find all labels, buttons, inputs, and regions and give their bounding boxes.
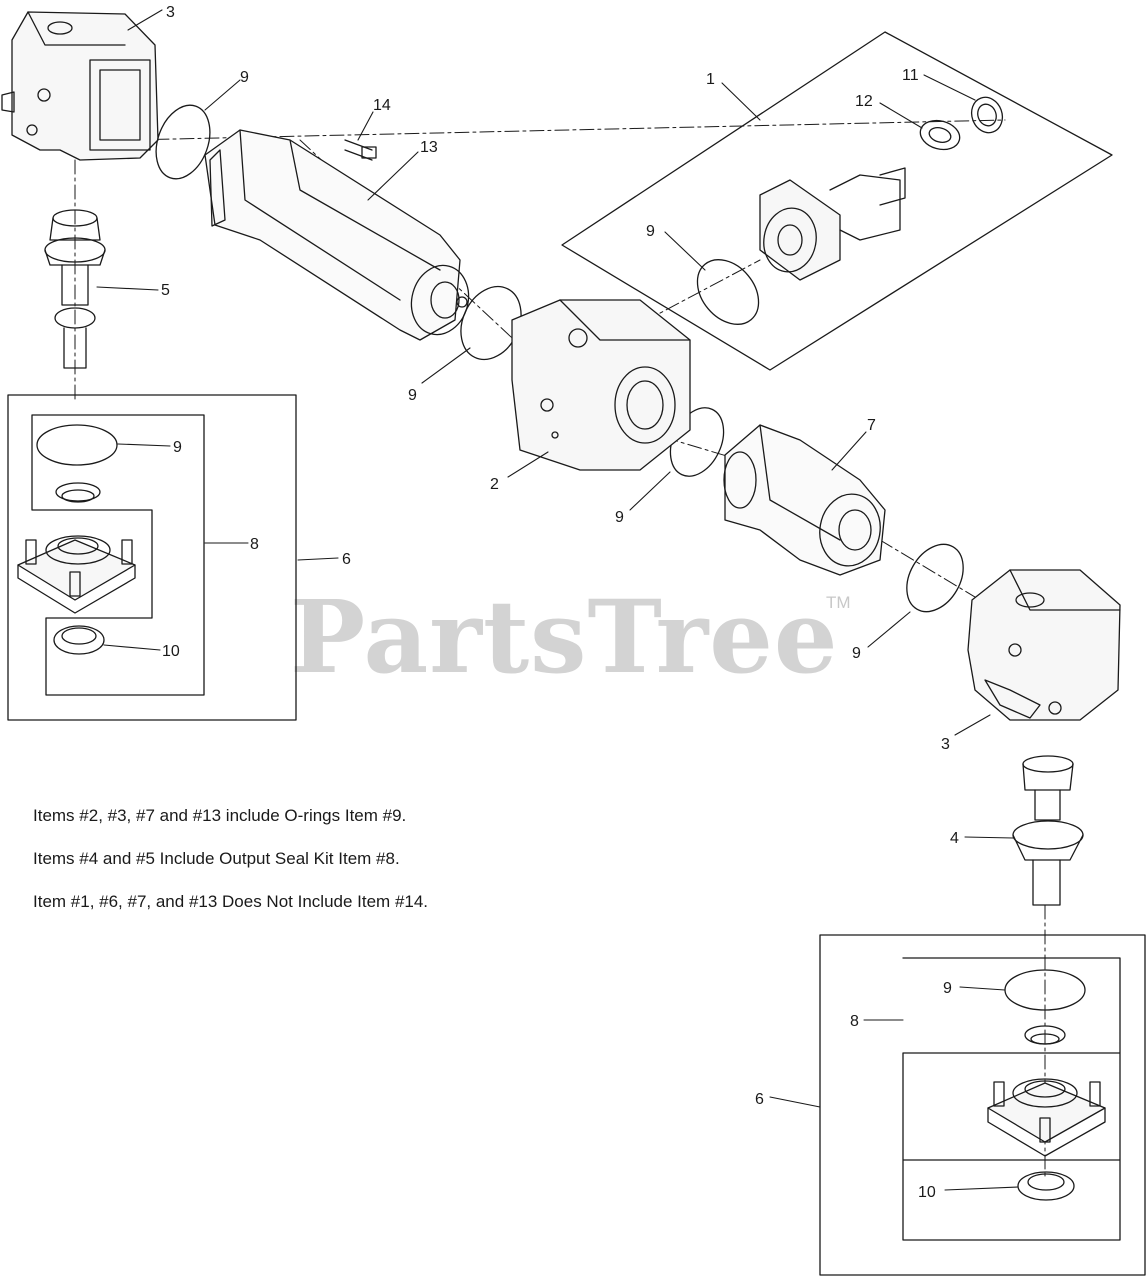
watermark-logo: PartsTree <box>290 578 839 696</box>
callout-8-left: 8 <box>250 536 259 553</box>
kit-o-ring-left <box>36 424 118 466</box>
o-ring-item-9-c <box>696 259 760 325</box>
bearing-flange-right <box>987 1078 1106 1157</box>
callout-3-right: 3 <box>941 736 950 753</box>
seal-kit-box-item-6-right <box>819 934 1146 1276</box>
callout-1: 1 <box>706 71 715 88</box>
callout-4: 4 <box>950 830 959 847</box>
bearing-flange-left <box>17 535 136 614</box>
note-excludes-item-14: Item #1, #6, #7, and #13 Does Not Includ… <box>33 892 429 911</box>
callout-6-right: 6 <box>755 1091 764 1108</box>
seal-item-11 <box>970 96 1004 134</box>
callout-10-right: 10 <box>918 1184 936 1201</box>
o-ring-item-9-a <box>155 104 211 180</box>
extension-housing-item-13 <box>204 129 470 341</box>
kit-wiper-seal-right <box>1017 1171 1075 1201</box>
housing-item-3-right <box>967 569 1121 721</box>
item-1-kit-frame <box>561 31 1113 371</box>
callout-5: 5 <box>161 282 170 299</box>
callout-2: 2 <box>490 476 499 493</box>
callout-10-left: 10 <box>162 643 180 660</box>
output-shaft-item-5 <box>44 209 106 369</box>
callout-13: 13 <box>420 139 438 156</box>
callout-labels: 3 9 14 13 1 11 12 9 5 9 9 8 6 10 2 9 7 9… <box>161 4 959 1201</box>
seal-item-12 <box>919 119 961 151</box>
callout-9-mid: 9 <box>408 387 417 404</box>
callout-11: 11 <box>902 67 919 84</box>
callout-12: 12 <box>855 93 873 110</box>
output-shaft-item-4 <box>1012 755 1084 906</box>
callout-leader-lines <box>96 9 1019 1191</box>
callout-9-right: 9 <box>852 645 861 662</box>
callout-8-right: 8 <box>850 1013 859 1030</box>
callout-3-top: 3 <box>166 4 175 21</box>
kit-seal-left <box>55 482 101 502</box>
note-seal-kit: Items #4 and #5 Include Output Seal Kit … <box>33 849 400 868</box>
kit-wiper-seal-left <box>53 625 105 655</box>
assembly-center-lines <box>74 119 1046 1181</box>
seal-kit-box-item-8-left <box>31 414 205 696</box>
callout-7: 7 <box>867 417 876 434</box>
callout-6-left: 6 <box>342 551 351 568</box>
callout-14: 14 <box>373 97 391 114</box>
seal-kit-box-item-6-left <box>7 394 297 721</box>
input-gear-assembly-item-1 <box>759 167 906 281</box>
seal-kit-box-item-8-right <box>902 957 1121 1241</box>
note-o-rings: Items #2, #3, #7 and #13 include O-rings… <box>33 806 407 825</box>
callout-9-top: 9 <box>240 69 249 86</box>
callout-9-left-kit: 9 <box>173 439 182 456</box>
callout-9-center: 9 <box>615 509 624 526</box>
housing-item-3-top <box>1 11 159 161</box>
callout-9-kit: 9 <box>646 223 655 240</box>
callout-9-right-kit: 9 <box>943 980 952 997</box>
watermark-trademark: TM <box>826 593 851 612</box>
gear-housing-item-7 <box>723 424 886 576</box>
o-ring-item-9-e <box>906 543 964 613</box>
center-housing-item-2 <box>511 299 691 471</box>
